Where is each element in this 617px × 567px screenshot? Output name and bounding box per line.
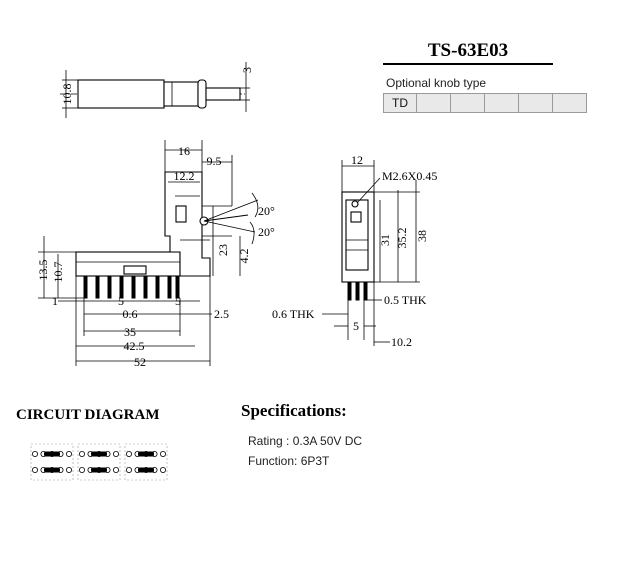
circuit-group-outline — [77, 443, 121, 481]
knob-cell — [552, 93, 587, 113]
circuit-group-outline — [30, 443, 74, 481]
dim-35: 35 — [124, 325, 136, 339]
dim-shaft-diameter: 3 — [240, 67, 254, 73]
dim-4-2: 4.2 — [237, 249, 251, 264]
circuit-contact — [66, 466, 73, 473]
knob-cell — [484, 93, 519, 113]
circuit-diagram-title: CIRCUIT DIAGRAM — [16, 407, 160, 423]
dim-5-side: 5 — [353, 319, 359, 333]
dim-0-6: 0.6 — [123, 307, 138, 321]
dim-thk-0-6: 0.6 THK — [272, 307, 315, 321]
dim-31: 31 — [378, 234, 392, 246]
circuit-slider-bar — [44, 467, 60, 473]
circuit-contact — [113, 466, 120, 473]
circuit-slider-bar — [91, 451, 107, 457]
dim-2-5: 2.5 — [214, 307, 229, 321]
circuit-slider-bar — [91, 467, 107, 473]
circuit-group-outline — [124, 443, 168, 481]
dim-10-7: 10.7 — [51, 262, 65, 283]
dim-13-5: 13.5 — [36, 260, 50, 281]
dim-10-2: 10.2 — [391, 335, 412, 349]
dim-top-height: 10.8 — [60, 84, 74, 105]
circuit-contact — [113, 450, 120, 457]
top-view: 10.8 3 — [60, 62, 254, 118]
specifications-title: Specifications: — [241, 401, 347, 420]
spec-function: Function: 6P3T — [248, 454, 330, 468]
dim-23: 23 — [216, 244, 230, 256]
dim-5-left: 5 — [118, 294, 124, 308]
spec-rating: Rating : 0.3A 50V DC — [248, 434, 363, 448]
front-pins — [83, 275, 180, 299]
front-view: 16 9.5 12.2 20° 20° 23 4.2 13.5 10.7 — [36, 140, 275, 369]
dim-1: 1 — [52, 294, 58, 308]
circuit-contact — [32, 450, 39, 457]
dim-38: 38 — [415, 230, 429, 242]
circuit-contact — [79, 450, 86, 457]
dim-42-5: 42.5 — [124, 339, 145, 353]
circuit-contact — [159, 466, 166, 473]
knob-cell — [416, 93, 451, 113]
dim-16: 16 — [178, 144, 190, 158]
dim-screw: M2.6X0.45 — [382, 169, 437, 183]
knob-cell — [518, 93, 553, 113]
dim-12: 12 — [351, 153, 363, 167]
model-title: TS-63E03 — [383, 40, 553, 65]
knob-cell: TD — [383, 93, 417, 113]
circuit-slider-bar — [138, 451, 154, 457]
circuit-contact — [79, 466, 86, 473]
circuit-diagram-symbol — [30, 443, 168, 481]
knob-type-table: TD — [383, 93, 587, 113]
dim-9-5: 9.5 — [207, 154, 222, 168]
circuit-contact — [126, 450, 133, 457]
dim-5-right: 5 — [175, 294, 181, 308]
dim-52: 52 — [134, 355, 146, 369]
dim-thk-0-5: 0.5 THK — [384, 293, 427, 307]
knob-cell — [450, 93, 485, 113]
circuit-contact — [159, 450, 166, 457]
circuit-slider-bar — [44, 451, 60, 457]
circuit-contact — [66, 450, 73, 457]
circuit-contact — [32, 466, 39, 473]
circuit-contact — [126, 466, 133, 473]
side-view: 12 M2.6X0.45 31 35.2 38 0.6 THK 0.5 THK … — [272, 153, 437, 349]
dim-12-2: 12.2 — [174, 169, 195, 183]
dim-35-2: 35.2 — [395, 228, 409, 249]
knob-type-label: Optional knob type — [386, 76, 487, 90]
dim-angle-lower: 20° — [258, 225, 275, 239]
dim-angle-upper: 20° — [258, 204, 275, 218]
circuit-slider-bar — [138, 467, 154, 473]
